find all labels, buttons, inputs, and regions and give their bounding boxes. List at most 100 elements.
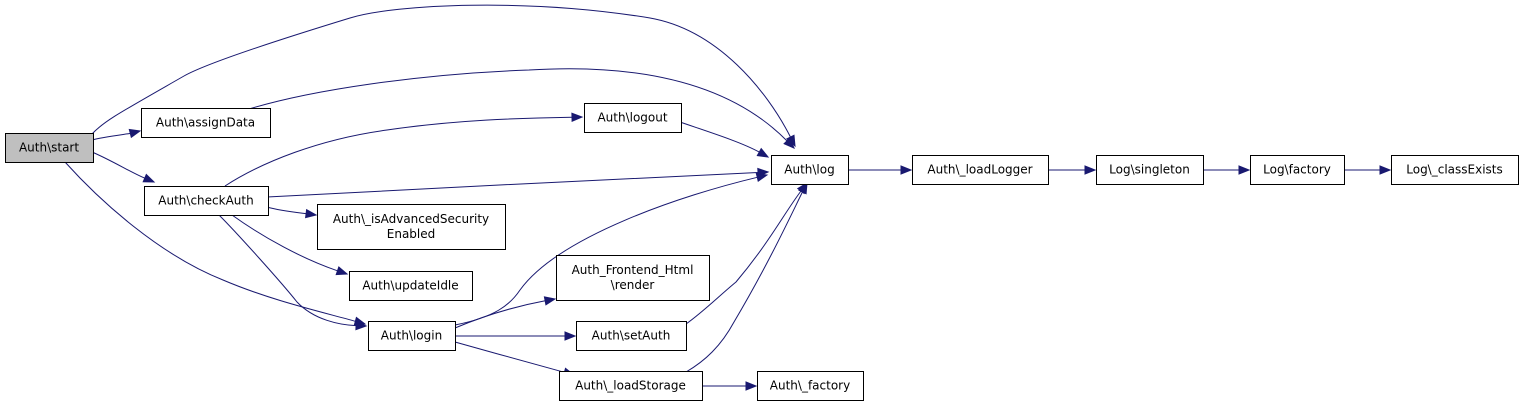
edge-setAuth-to-log bbox=[685, 181, 808, 325]
arrowhead-icon bbox=[1379, 165, 1392, 175]
node-box bbox=[559, 371, 703, 401]
arrowhead-icon bbox=[1238, 165, 1251, 175]
node-box bbox=[317, 204, 506, 250]
arrowhead-icon bbox=[571, 112, 584, 122]
node-login[interactable]: Auth\login bbox=[368, 321, 456, 351]
edge-line bbox=[218, 214, 357, 327]
edge-line bbox=[91, 132, 131, 141]
arrowhead-icon bbox=[745, 381, 758, 391]
arrowhead-icon bbox=[783, 137, 795, 149]
edge-logout-to-log bbox=[679, 121, 770, 158]
node-box bbox=[368, 321, 456, 351]
node-label: Auth\setAuth bbox=[592, 329, 671, 343]
node-box bbox=[349, 271, 473, 301]
node-box bbox=[1096, 155, 1204, 185]
edge-line bbox=[266, 172, 759, 198]
edge-assignData-to-log bbox=[248, 68, 795, 149]
edge-line bbox=[685, 190, 802, 325]
edge-checkAuth-to-isAdvSec bbox=[266, 206, 318, 219]
node-label: Auth_Frontend_Html bbox=[572, 263, 694, 277]
node-label: Auth\_isAdvancedSecurity bbox=[333, 212, 489, 226]
node-loadStorage[interactable]: Auth\_loadStorage bbox=[559, 371, 703, 401]
node-label: Auth\assignData bbox=[156, 116, 255, 130]
edge-log-to-loadLogger bbox=[847, 165, 913, 175]
node-checkAuth[interactable]: Auth\checkAuth bbox=[144, 186, 269, 216]
edge-checkAuth-to-log bbox=[266, 167, 770, 198]
node-label: Auth\updateIdle bbox=[362, 279, 458, 293]
node-box bbox=[1391, 155, 1519, 185]
edge-login-to-log bbox=[454, 172, 769, 326]
node-label: \render bbox=[611, 278, 655, 292]
edge-loadStorage-to-log bbox=[685, 181, 808, 373]
edge-line bbox=[454, 341, 565, 373]
node-assignData[interactable]: Auth\assignData bbox=[141, 108, 271, 138]
node-box bbox=[556, 255, 710, 301]
edge-checkAuth-to-login bbox=[218, 214, 368, 331]
node-logout[interactable]: Auth\logout bbox=[584, 103, 682, 133]
node-box bbox=[1250, 155, 1345, 185]
node-label: Auth\checkAuth bbox=[158, 194, 253, 208]
node-label: Auth\logout bbox=[597, 111, 667, 125]
edge-singleton-to-logFactory bbox=[1202, 165, 1251, 175]
edge-line bbox=[266, 206, 307, 215]
arrowhead-icon bbox=[1084, 165, 1097, 175]
edge-line bbox=[454, 300, 546, 329]
nodes-layer: Auth\startAuth\assignDataAuth\checkAuthA… bbox=[5, 103, 1519, 401]
edge-line bbox=[64, 161, 356, 322]
arrowhead-icon bbox=[335, 266, 349, 276]
arrowhead-icon bbox=[755, 172, 769, 183]
edge-logFactory-to-classExists bbox=[1343, 165, 1392, 175]
node-classExists[interactable]: Log\_classExists bbox=[1391, 155, 1519, 185]
node-updateIdle[interactable]: Auth\updateIdle bbox=[349, 271, 473, 301]
arrowhead-icon bbox=[564, 331, 577, 341]
arrowhead-icon bbox=[142, 173, 156, 183]
edges-layer bbox=[64, 4, 1392, 391]
edge-line bbox=[685, 191, 803, 373]
arrowhead-icon bbox=[900, 165, 913, 175]
node-logFactory[interactable]: Log\factory bbox=[1250, 155, 1345, 185]
node-start[interactable]: Auth\start bbox=[5, 133, 94, 163]
edge-checkAuth-to-updateIdle bbox=[231, 214, 349, 276]
arrowhead-icon bbox=[756, 147, 770, 158]
arrowhead-icon bbox=[128, 128, 142, 139]
node-label: Auth\_loadStorage bbox=[575, 379, 686, 393]
edge-loadStorage-to-factory bbox=[702, 381, 758, 391]
node-box bbox=[144, 186, 269, 216]
node-label: Auth\start bbox=[19, 141, 79, 155]
node-box bbox=[576, 321, 687, 351]
edge-login-to-render bbox=[454, 296, 557, 329]
node-log[interactable]: Auth\log bbox=[771, 155, 849, 185]
edge-checkAuth-to-logout bbox=[224, 112, 584, 187]
node-label: Log\singleton bbox=[1109, 163, 1190, 177]
node-label: Auth\_factory bbox=[770, 379, 850, 393]
node-label: Auth\_loadLogger bbox=[927, 163, 1032, 177]
node-render[interactable]: Auth_Frontend_Html\render bbox=[556, 255, 710, 301]
node-label: Log\_classExists bbox=[1406, 163, 1503, 177]
edge-line bbox=[454, 176, 758, 326]
edge-login-to-setAuth bbox=[455, 331, 577, 341]
edge-loadLogger-to-singleton bbox=[1047, 165, 1097, 175]
edge-line bbox=[224, 116, 573, 187]
edge-line bbox=[679, 121, 760, 153]
edge-line bbox=[231, 214, 338, 272]
node-label: Auth\log bbox=[784, 163, 834, 177]
node-factory[interactable]: Auth\_factory bbox=[757, 371, 864, 401]
node-box bbox=[584, 103, 682, 133]
node-box bbox=[771, 155, 849, 185]
node-loadLogger[interactable]: Auth\_loadLogger bbox=[912, 155, 1049, 185]
node-label: Enabled bbox=[387, 227, 436, 241]
arrowhead-icon bbox=[305, 208, 318, 219]
node-box bbox=[141, 108, 271, 138]
node-box bbox=[5, 133, 94, 163]
edge-start-to-checkAuth bbox=[91, 151, 156, 183]
edge-login-to-loadStorage bbox=[454, 341, 576, 377]
edge-line bbox=[91, 4, 791, 138]
node-singleton[interactable]: Log\singleton bbox=[1096, 155, 1204, 185]
arrowhead-icon bbox=[798, 181, 808, 195]
node-label: Auth\login bbox=[381, 329, 442, 343]
edge-line bbox=[91, 151, 145, 179]
node-setAuth[interactable]: Auth\setAuth bbox=[576, 321, 687, 351]
arrowhead-icon bbox=[355, 320, 368, 331]
